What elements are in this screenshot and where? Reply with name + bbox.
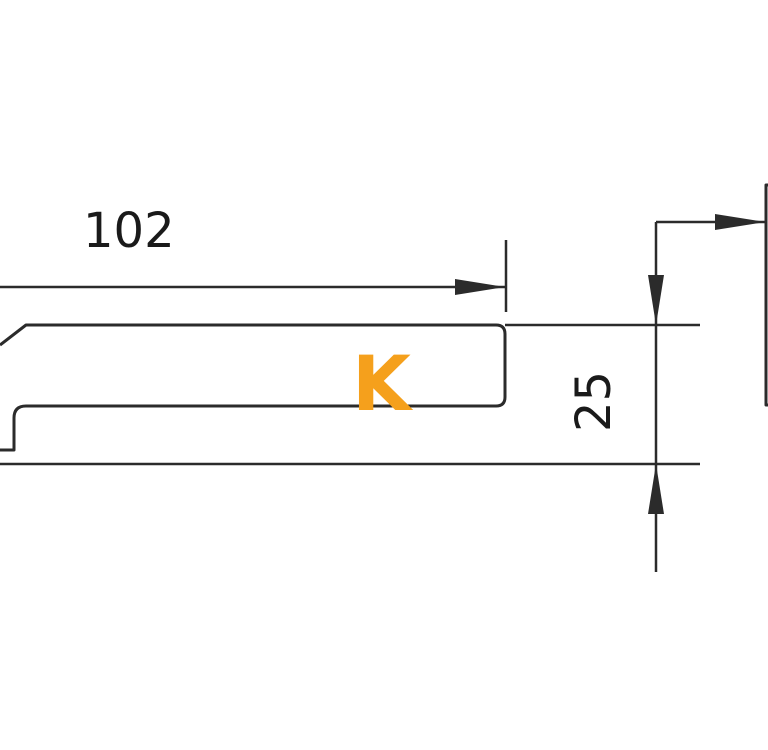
- leader-arrow-icon: [715, 214, 765, 230]
- height-dimension: 25: [566, 222, 664, 572]
- right-leader: [656, 214, 765, 230]
- height-dimension-label: 25: [566, 371, 622, 432]
- height-arrow-bottom-icon: [648, 464, 664, 514]
- marker-letter: K: [352, 339, 414, 428]
- part-profile: [0, 323, 507, 452]
- right-feature: [764, 183, 768, 407]
- length-arrow-icon: [455, 279, 505, 295]
- height-arrow-top-icon: [648, 275, 664, 325]
- length-dimension: 102: [0, 203, 508, 312]
- right-feature-edge: [764, 183, 768, 407]
- profile-top-edge: [0, 323, 507, 452]
- length-dimension-label: 102: [83, 203, 175, 259]
